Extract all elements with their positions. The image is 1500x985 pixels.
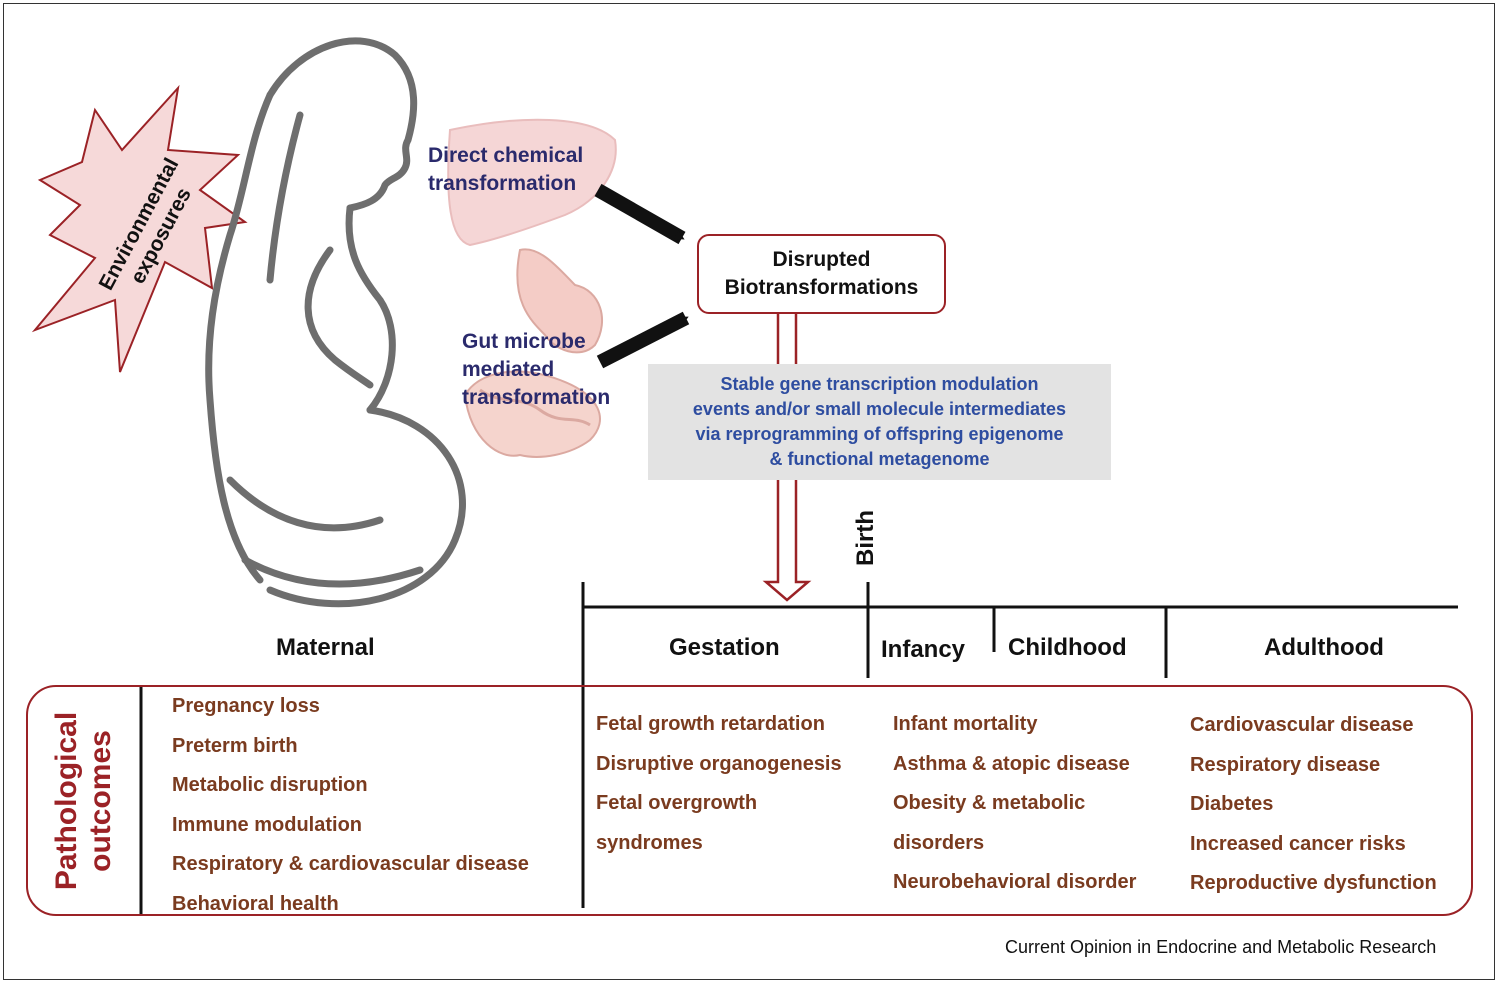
- starburst-icon: [31, 84, 248, 373]
- disrupted-biotransformations-box: Disrupted Biotransformations: [697, 234, 946, 314]
- pathological-outcomes-label: Pathological outcomes: [50, 711, 117, 891]
- gut-arrow: [596, 311, 690, 369]
- stomach-intestine-icon: [463, 248, 604, 458]
- liver-icon: [447, 118, 617, 247]
- list-item: syndromes: [596, 831, 703, 854]
- list-item: Preterm birth: [172, 734, 298, 757]
- list-item: Reproductive dysfunction: [1190, 872, 1437, 894]
- journal-credit: Current Opinion in Endocrine and Metabol…: [1005, 937, 1437, 957]
- outcomes-box: [26, 685, 1473, 916]
- list-item: Neurobehavioral disorder: [893, 871, 1137, 893]
- list-item: Obesity & metabolic: [893, 792, 1086, 814]
- environmental-exposures-label: Environmental exposures: [94, 154, 196, 294]
- list-item: Asthma & atopic disease: [893, 752, 1130, 775]
- gut-microbe-label: Gut microbe mediated transformation: [462, 330, 611, 409]
- maternal-outcomes-list: Pregnancy loss Preterm birth Metabolic d…: [172, 687, 529, 924]
- list-item: Respiratory & cardiovascular disease: [172, 853, 529, 875]
- timeline: [139, 582, 1458, 915]
- list-item: Immune modulation: [172, 813, 362, 836]
- stage-maternal: Maternal: [276, 634, 375, 661]
- mechanism-box: Stable gene transcription modulation eve…: [648, 364, 1111, 480]
- list-item: Metabolic disruption: [172, 774, 368, 796]
- infancy-childhood-outcomes-list: Infant mortality Asthma & atopic disease…: [893, 705, 1136, 903]
- list-item: Disruptive organogenesis: [596, 752, 842, 775]
- stage-infancy: Infancy: [881, 636, 966, 663]
- stage-adulthood: Adulthood: [1264, 634, 1384, 661]
- list-item: disorders: [893, 831, 985, 854]
- pregnant-woman-silhouette: [205, 37, 466, 608]
- list-item: Increased cancer risks: [1190, 832, 1406, 855]
- gestation-outcomes-list: Fetal growth retardation Disruptive orga…: [596, 705, 842, 863]
- stage-gestation: Gestation: [669, 634, 780, 661]
- figure-frame: [3, 3, 1495, 980]
- list-item: Fetal growth retardation: [596, 713, 825, 735]
- list-item: Infant mortality: [893, 713, 1038, 735]
- list-item: Pregnancy loss: [172, 695, 320, 717]
- direct-transformation-label: Direct chemical transformation: [428, 144, 584, 195]
- stage-childhood: Childhood: [1008, 634, 1127, 661]
- direct-arrow: [594, 183, 686, 245]
- list-item: Fetal overgrowth: [596, 792, 758, 814]
- list-item: Respiratory disease: [1190, 753, 1381, 776]
- adulthood-outcomes-list: Cardiovascular disease Respiratory disea…: [1190, 706, 1437, 904]
- list-item: Behavioral health: [172, 892, 339, 915]
- list-item: Diabetes: [1190, 793, 1274, 815]
- list-item: Cardiovascular disease: [1190, 714, 1414, 736]
